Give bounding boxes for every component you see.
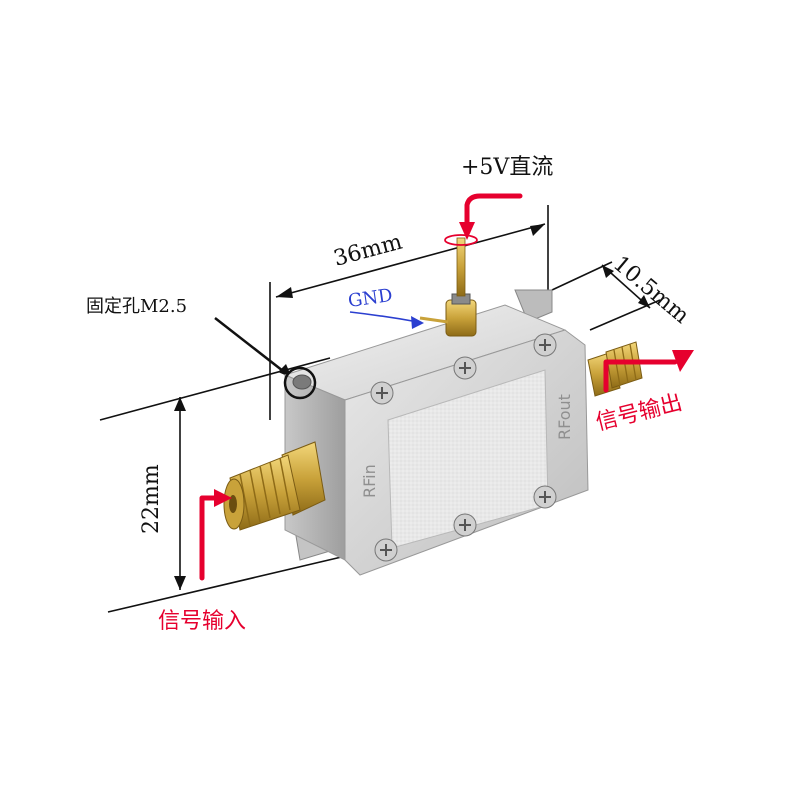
gnd-label: GND	[347, 285, 394, 312]
screw-top-left	[370, 381, 394, 405]
ext-line-depth-top	[551, 261, 613, 291]
gnd-arrow-line	[349, 311, 419, 323]
mount-hole-highlight-circle	[283, 366, 317, 400]
rf-in-center-pin	[229, 495, 237, 513]
screw-top-right	[533, 333, 557, 357]
gnd-tab	[419, 316, 449, 324]
arrowhead-36-right	[530, 224, 545, 236]
rear-flange	[514, 289, 553, 323]
signal-out-label: 信号输出	[593, 390, 684, 436]
height-dimension-label: 22mm	[139, 464, 164, 534]
power-feedthrough	[419, 234, 478, 337]
power-arrow-line	[464, 193, 523, 231]
arrowhead-22-bottom	[174, 576, 186, 590]
dimension-lines	[99, 205, 661, 613]
signal-out-arrowhead	[672, 350, 694, 372]
arrowhead-105-bottom	[638, 295, 650, 308]
signal-in-arrowhead	[214, 489, 232, 507]
ext-line-top-22	[99, 357, 331, 421]
power-arrowhead	[459, 222, 475, 240]
screw-bottom-middle	[453, 513, 477, 537]
screws	[370, 333, 557, 562]
gnd-arrowhead	[411, 316, 424, 329]
feedthrough-pin	[456, 237, 466, 297]
pin-highlight-ellipse	[444, 234, 478, 246]
red-arrowheads	[214, 222, 694, 507]
mount-hole	[292, 374, 312, 390]
signal-out-arrow-line	[603, 359, 678, 393]
mount-hole-leader	[214, 317, 293, 379]
mount-hole-label: 固定孔M2.5	[86, 296, 187, 317]
dim-line-36	[275, 223, 546, 298]
rf-out-engraving: RFout	[555, 394, 574, 440]
rf-in-engraving: RFin	[360, 464, 379, 498]
signal-in-label: 信号输入	[158, 609, 246, 634]
arrowhead-105-top	[602, 265, 614, 278]
arrowhead-22-top	[174, 397, 186, 411]
signal-in-arrow-line	[199, 495, 225, 581]
rf-out-connector	[587, 341, 643, 397]
rf-in-connector	[223, 441, 326, 531]
screw-bottom-left	[374, 538, 398, 562]
ext-line-bottom-22	[107, 554, 351, 613]
screw-top-middle	[453, 356, 477, 380]
arrowhead-36-left	[276, 287, 293, 298]
rf-out-threaded-barrel	[605, 341, 643, 389]
dimension-arrowheads	[174, 224, 650, 590]
screw-bottom-right	[533, 485, 557, 509]
gnd-pointer	[349, 311, 424, 329]
feedthrough-base	[445, 299, 477, 337]
power-label: +5V直流	[461, 155, 553, 180]
rf-in-threads	[239, 457, 291, 527]
module-housing	[283, 289, 589, 576]
